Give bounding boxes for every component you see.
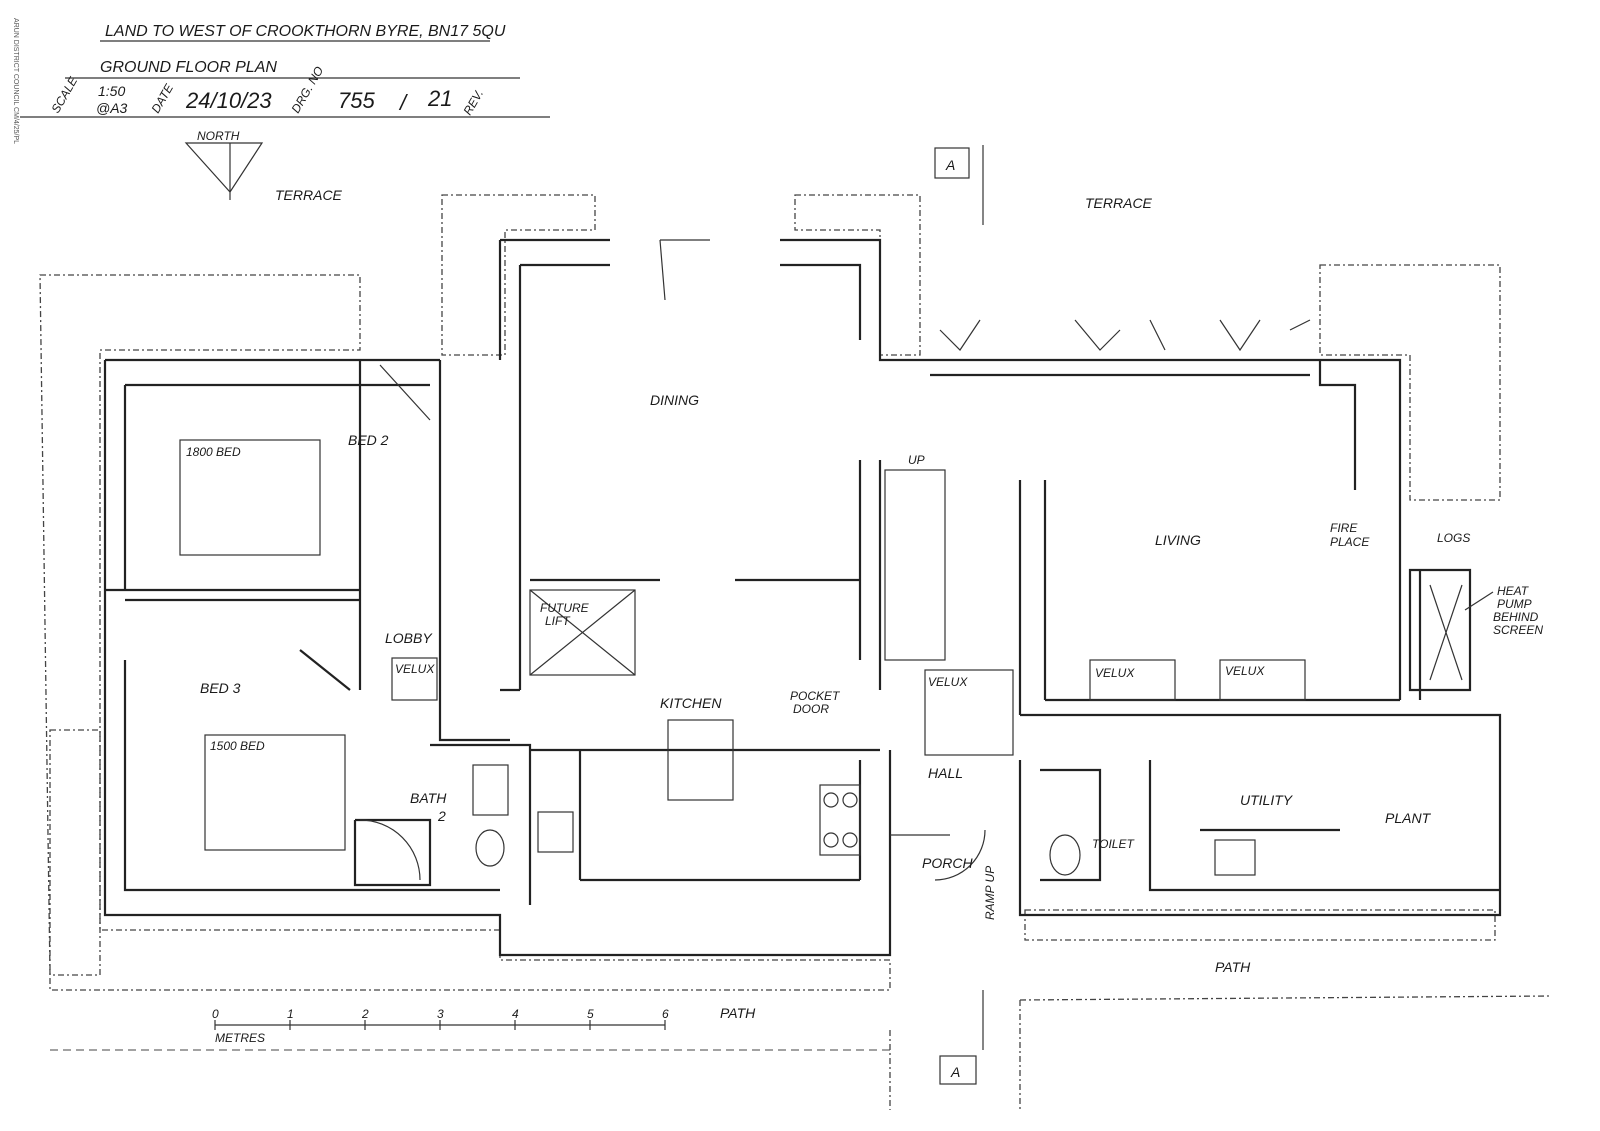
label-terrace-right: TERRACE (1085, 195, 1153, 211)
bed-3-bed (204, 734, 346, 851)
drawing-title: GROUND FLOOR PLAN (100, 59, 277, 76)
room-labels: TERRACE TERRACE DINING BED 2 1800 BED LI… (186, 187, 1543, 1021)
label-bath-2: BATH (410, 790, 447, 806)
section-mark-top: A (934, 145, 984, 225)
svg-text:3: 3 (437, 1007, 444, 1021)
drg-label: DRG. NO (288, 64, 326, 115)
label-path-left: PATH (720, 1005, 756, 1021)
svg-text:PLACE: PLACE (1330, 535, 1370, 549)
label-heat-pump: HEAT PUMP BEHIND SCREEN (1464, 584, 1543, 637)
svg-text:2: 2 (437, 808, 446, 824)
north-arrow-icon: NORTH (184, 129, 264, 200)
drawing-date: 24/10/23 (185, 88, 272, 113)
svg-text:5: 5 (587, 1007, 594, 1021)
svg-text:LIFT: LIFT (545, 614, 571, 628)
velux-lobby (391, 657, 438, 701)
label-pocket-door: POCKET (790, 689, 841, 703)
svg-text:A: A (945, 157, 955, 173)
svg-text:0: 0 (212, 1007, 219, 1021)
toilet-wc (1049, 834, 1081, 876)
kitchen-sink (537, 811, 574, 853)
section-mark-bottom: A (939, 990, 984, 1085)
scale-unit: METRES (215, 1031, 265, 1045)
revision-number: 21 (427, 86, 452, 111)
label-fireplace: FIRE (1330, 521, 1358, 535)
label-lobby: LOBBY (385, 630, 433, 646)
label-hall: HALL (928, 765, 963, 781)
velux-living-1 (1089, 659, 1176, 701)
drawing-separator: / (398, 90, 408, 115)
north-label: NORTH (197, 129, 240, 143)
label-bed-3-bed: 1500 BED (210, 739, 265, 753)
paper-size: @A3 (96, 100, 128, 116)
svg-text:4: 4 (512, 1007, 519, 1021)
bed-2-bed (179, 439, 321, 556)
label-velux-hall: VELUX (928, 675, 968, 689)
svg-text:BEHIND: BEHIND (1493, 610, 1539, 624)
scale-value: 1:50 (98, 83, 125, 99)
label-ramp-up: RAMP UP (983, 866, 997, 920)
svg-text:A: A (950, 1064, 960, 1080)
drawing-number: 755 (338, 88, 375, 113)
label-plant: PLANT (1385, 810, 1432, 826)
label-velux-living-2: VELUX (1225, 664, 1265, 678)
label-velux-living-1: VELUX (1095, 666, 1135, 680)
scale-bar: 0 1 2 3 4 5 6 METRES (212, 1007, 669, 1045)
staircase (884, 469, 946, 661)
site-address: LAND TO WEST OF CROOKTHORN BYRE, BN17 5Q… (105, 23, 506, 40)
walls (103, 238, 1502, 957)
svg-text:1: 1 (287, 1007, 294, 1021)
label-toilet: TOILET (1092, 837, 1135, 851)
label-dining: DINING (650, 392, 699, 408)
hedges (39, 194, 1551, 1110)
hob (819, 784, 861, 856)
bath-wc (475, 829, 505, 867)
label-bed-2-bed: 1800 BED (186, 445, 241, 459)
date-label: DATE (148, 81, 176, 116)
label-living: LIVING (1155, 532, 1201, 548)
fittings (179, 239, 1463, 881)
label-logs: LOGS (1437, 531, 1470, 545)
label-future-lift: FUTURE (540, 601, 590, 615)
svg-text:6: 6 (662, 1007, 669, 1021)
rev-label: REV. (460, 87, 486, 117)
label-terrace-left: TERRACE (275, 187, 343, 203)
kitchen-island (667, 719, 734, 801)
label-bed-2: BED 2 (348, 432, 389, 448)
label-stair-up: UP (908, 453, 925, 467)
label-velux-lobby: VELUX (395, 662, 435, 676)
utility-sink (1214, 839, 1256, 876)
svg-text:PUMP: PUMP (1497, 597, 1532, 611)
velux-hall (924, 669, 1014, 756)
label-porch: PORCH (922, 855, 973, 871)
velux-living-2 (1219, 659, 1306, 701)
bath-basin (472, 764, 509, 816)
future-lift-shaft (529, 589, 636, 676)
svg-text:DOOR: DOOR (793, 702, 829, 716)
label-bed-3: BED 3 (200, 680, 241, 696)
svg-text:SCREEN: SCREEN (1493, 623, 1543, 637)
council-stamp: ARUN DISTRICT COUNCIL CM/4/25/PL (12, 18, 19, 144)
label-kitchen: KITCHEN (660, 695, 722, 711)
label-path-right: PATH (1215, 959, 1251, 975)
svg-text:HEAT: HEAT (1497, 584, 1530, 598)
svg-text:2: 2 (361, 1007, 369, 1021)
label-utility: UTILITY (1240, 792, 1294, 808)
scale-label: SCALE (48, 74, 80, 116)
title-block: LAND TO WEST OF CROOKTHORN BYRE, BN17 5Q… (20, 23, 550, 118)
